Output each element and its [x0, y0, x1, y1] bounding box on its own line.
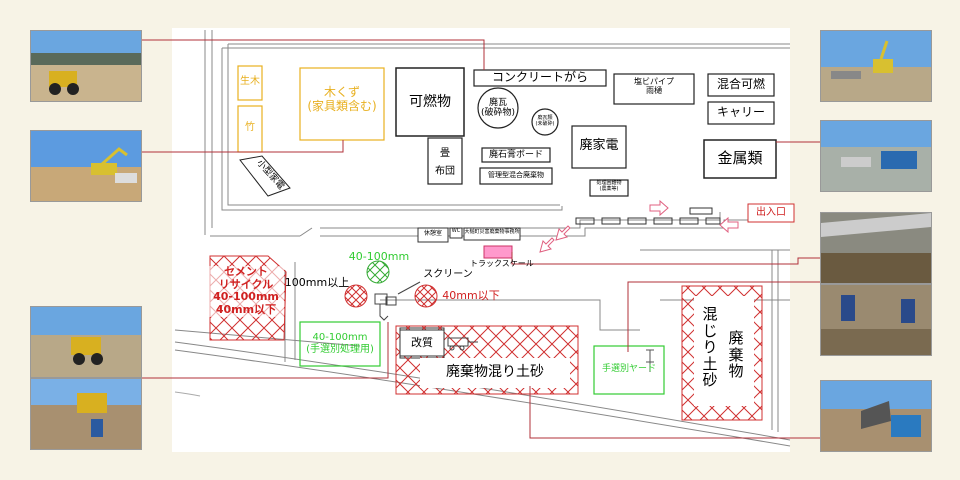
label-soil-mixed: 廃棄物混り土砂: [446, 364, 544, 380]
label-hazard: 処理困難物 (農薬等): [596, 180, 622, 192]
truck-slots: [575, 207, 721, 225]
traffic-arrows: [539, 199, 739, 253]
label-enbipipe: 塩ビパイプ 雨樋: [634, 77, 674, 96]
label-entrance: 出入口: [756, 207, 786, 218]
label-waste-small: 廃瓦類 (未破砕): [535, 115, 555, 127]
label-cement: セメント リサイクル 40-100mm 40mm以下: [208, 265, 284, 317]
photo-dump-truck: [820, 380, 932, 452]
waste-small-circle: [531, 108, 559, 136]
photo-wheel-loader: [30, 30, 142, 102]
photo-sort-shed: [820, 212, 932, 284]
label-concrete: コンクリートがら: [491, 70, 588, 84]
mixed-combustible-box: [707, 73, 775, 97]
raw-wood-box: [237, 65, 263, 101]
office-box: [417, 227, 449, 243]
label-managed-mixed: 管理型混合廃棄物: [488, 171, 544, 179]
photo-excavator-wood: [30, 130, 142, 202]
entrance-box: [747, 203, 795, 223]
label-under40: 40mm以下: [442, 289, 500, 302]
photo-metal-truck: [820, 120, 932, 192]
label-tatami: 畳 布団: [435, 148, 455, 177]
photo-connectors: [140, 39, 820, 439]
photo-manual-sorting: [820, 284, 932, 356]
carry-box: [707, 101, 775, 125]
label-mixed-soil-right: 混じり土砂: [702, 305, 718, 389]
label-metal: 金属類: [717, 149, 763, 167]
sort-yard-box: [593, 345, 665, 395]
roof-tile-circle: [477, 87, 519, 129]
label-sort-yard: 手選別ヤード: [601, 364, 656, 374]
appliance-box: [571, 125, 627, 169]
label-wood-chips: 木くず (家具類含む): [307, 85, 377, 113]
combustible-box: [395, 67, 465, 137]
label-mid-40-100: 40-100mm: [348, 250, 410, 263]
wc-box: [449, 227, 463, 239]
concrete-box: [473, 69, 607, 87]
manual-sort-box: [299, 321, 381, 367]
label-truck-scale: トラックスケール: [470, 259, 534, 268]
screen-under40-circle: [414, 284, 438, 308]
label-appliance: 廃家電: [579, 138, 619, 153]
label-mixed-combustible: 混合可燃: [716, 77, 765, 91]
label-office2: 大槌町災害廃棄物事務所: [464, 229, 520, 235]
photo-excavator-sea: [820, 30, 932, 102]
label-manual-sort: 40-100mm (手選別処理用): [306, 332, 374, 355]
label-combustible: 可燃物: [409, 94, 451, 110]
arrow-entrance: [649, 199, 669, 217]
screen-mid-circle: [366, 260, 390, 284]
label-gypsum: 廃石膏ボード: [488, 150, 543, 160]
office-boxes: [417, 227, 521, 243]
small-appliance-box: [239, 155, 291, 197]
screen-over100-circle: [344, 284, 368, 308]
label-carry: キャリー: [716, 105, 765, 119]
label-mixed-soil-right2: 廃棄物: [728, 329, 744, 380]
arrow-exit: [719, 216, 739, 234]
top-areas: [395, 67, 777, 197]
photo-screen-machine: [30, 378, 142, 450]
label-roof-tile: 廃瓦 (破砕物): [480, 98, 516, 119]
label-screen: スクリーン: [423, 269, 473, 280]
label-bamboo: 竹: [245, 122, 255, 133]
hazard-box: [589, 179, 629, 197]
label-improvement: 改質: [411, 336, 433, 349]
tatami-box: [427, 137, 463, 185]
arrow-diag-1: [555, 225, 571, 241]
truck-scale-box: [483, 245, 513, 259]
enbipipe-box: [613, 73, 695, 105]
managed-mixed-box: [479, 167, 553, 185]
label-raw-wood: 生木: [240, 76, 260, 87]
office2-box: [463, 227, 521, 241]
label-over100: 100mm以上: [284, 276, 350, 289]
metal-box: [703, 139, 777, 179]
screen-machine: [374, 281, 421, 321]
improvement-machine: [447, 337, 478, 351]
gypsum-box: [481, 147, 551, 163]
arrow-diag-2: [539, 237, 555, 253]
label-office: 休憩室: [423, 230, 442, 237]
label-wc: WC: [451, 228, 461, 234]
wood-chips-box: [299, 67, 385, 141]
photo-cement-screening: [30, 306, 142, 378]
